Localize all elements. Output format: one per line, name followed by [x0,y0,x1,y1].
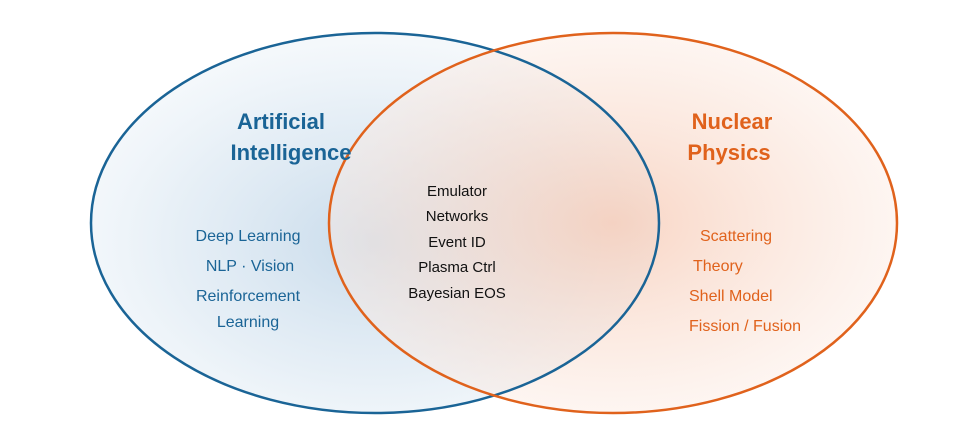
overlap-item-plasma-ctrl: Plasma Ctrl [418,259,496,276]
nuclear-item-shell-model: Shell Model [689,288,773,305]
overlap-item-networks: Networks [426,208,489,225]
nuclear-circle-fill [329,33,897,413]
overlap-item-event-id: Event ID [428,234,486,251]
ai-title-line2: Intelligence [230,140,351,165]
nuclear-circle-outline [327,31,899,415]
overlap-item-bayesian-eos: Bayesian EOS [408,285,506,302]
nuclear-item-theory: Theory [693,258,743,275]
nuclear-item-scattering: Scattering [700,228,772,245]
ai-item-deep-learning: Deep Learning [196,228,301,245]
ai-item-reinforcement: Reinforcement [196,288,301,305]
nuclear-title-line1: Nuclear [692,109,773,134]
nuclear-item-fission-fusion: Fission / Fusion [689,318,801,335]
overlap-item-emulator: Emulator [427,183,487,200]
ai-item-nlp-vision: NLP · Vision [206,258,294,275]
ai-item-learning: Learning [217,314,279,331]
nuclear-title-line2: Physics [687,140,770,165]
ai-circle-outline [89,31,661,415]
ai-title-line1: Artificial [237,109,325,134]
